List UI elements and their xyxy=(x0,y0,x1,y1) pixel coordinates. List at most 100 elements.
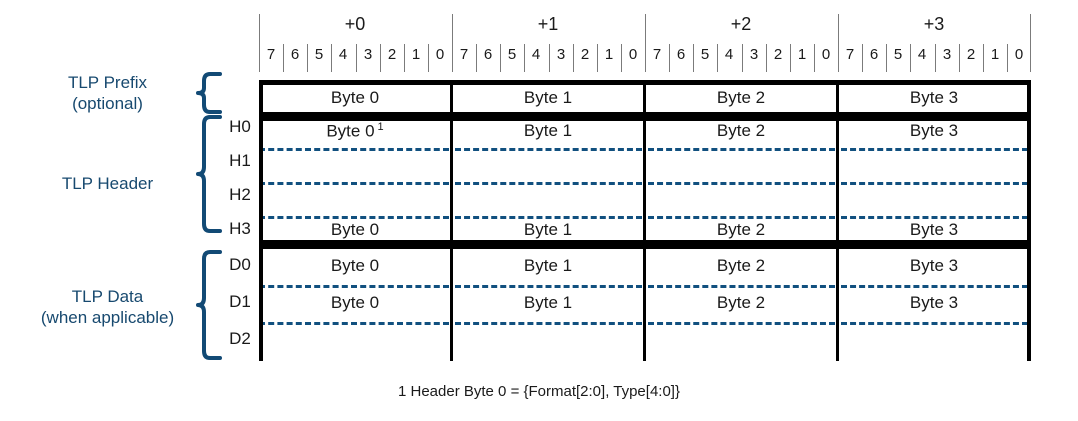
brace-tlp-header xyxy=(196,115,222,233)
ruler-bit-label-byte1-bit3: 3 xyxy=(556,46,566,63)
ruler-bit-label-byte1-bit0: 0 xyxy=(628,46,638,63)
ruler-bit-label-byte2-bit5: 5 xyxy=(700,46,710,63)
group-label-tlp-prefix: TLP Prefix (optional) xyxy=(67,73,148,113)
h1-h2-divider-byte0 xyxy=(259,182,449,185)
cell-d0-byte1: Byte 1 xyxy=(523,256,573,275)
cell-d0-byte3: Byte 3 xyxy=(909,256,959,275)
cell-h3-byte2: Byte 2 xyxy=(716,220,766,239)
ruler-bit-label-byte2-bit3: 3 xyxy=(749,46,759,63)
ruler-bit-label-byte1-bit4: 4 xyxy=(531,46,541,63)
brace-tlp-prefix xyxy=(196,72,222,114)
ruler-bit-label-byte3-bit7: 7 xyxy=(845,46,855,63)
d1-d2-divider-byte1 xyxy=(455,322,642,325)
brace-tlp-data xyxy=(196,250,222,360)
ruler-bit-label-byte2-bit4: 4 xyxy=(724,46,734,63)
ruler-bit-label-byte0-bit2: 2 xyxy=(387,46,397,63)
h2-h3-divider-byte0 xyxy=(259,216,449,219)
column-separator-1-2 xyxy=(643,80,646,361)
ruler-tick-bit-23 xyxy=(814,44,815,72)
ruler-bit-label-byte1-bit7: 7 xyxy=(459,46,469,63)
cell-h0-byte3: Byte 3 xyxy=(909,121,959,140)
ruler-tick-bit-28 xyxy=(935,44,936,72)
cell-prefix-byte2: Byte 2 xyxy=(716,88,766,107)
cell-d0-byte0: Byte 0 xyxy=(330,256,380,275)
ruler-tick-byte-3 xyxy=(838,14,839,72)
cell-h3-byte0: Byte 0 xyxy=(330,220,380,239)
ruler-bit-label-byte0-bit6: 6 xyxy=(290,46,300,63)
h1-h2-divider-byte3 xyxy=(841,182,1028,185)
d1-d2-divider-byte3 xyxy=(841,322,1028,325)
ruler-bit-label-byte3-bit5: 5 xyxy=(893,46,903,63)
ruler-bit-label-byte1-bit2: 2 xyxy=(580,46,590,63)
ruler-tick-bit-15 xyxy=(621,44,622,72)
h0-h1-divider-byte1 xyxy=(455,148,642,151)
row-tag-h2: H2 xyxy=(229,185,251,204)
ruler-bit-label-byte3-bit1: 1 xyxy=(990,46,1000,63)
cell-h0-byte2: Byte 2 xyxy=(716,121,766,140)
ruler-tick-bit-5 xyxy=(380,44,381,72)
ruler-bit-label-byte1-bit6: 6 xyxy=(483,46,493,63)
ruler-tick-bit-6 xyxy=(404,44,405,72)
d0-d1-divider-byte1 xyxy=(455,285,642,288)
ruler-bit-label-byte0-bit5: 5 xyxy=(314,46,324,63)
cell-prefix-byte1: Byte 1 xyxy=(523,88,573,107)
ruler-tick-byte-0 xyxy=(259,14,260,72)
cell-d1-byte1: Byte 1 xyxy=(523,293,573,312)
cell-prefix-byte3: Byte 3 xyxy=(909,88,959,107)
h2-h3-divider-byte2 xyxy=(648,216,835,219)
column-separator-0-1 xyxy=(450,80,453,361)
ruler-tick-bit-11 xyxy=(524,44,525,72)
table-left-border xyxy=(259,80,263,361)
ruler-tick-bit-18 xyxy=(693,44,694,72)
ruler-tick-bit-14 xyxy=(597,44,598,72)
ruler-tick-bit-1 xyxy=(283,44,284,72)
cell-h0-byte1: Byte 1 xyxy=(523,121,573,140)
ruler-bit-label-byte2-bit2: 2 xyxy=(773,46,783,63)
group-label-tlp-data: TLP Data (when applicable) xyxy=(40,287,175,327)
h0-h1-divider-byte0 xyxy=(259,148,449,151)
h0-h1-divider-byte3 xyxy=(841,148,1028,151)
ruler-bit-label-byte3-bit4: 4 xyxy=(917,46,927,63)
ruler-tick-bit-9 xyxy=(476,44,477,72)
cell-d1-byte2: Byte 2 xyxy=(716,293,766,312)
cell-d1-byte3: Byte 3 xyxy=(909,293,959,312)
ruler-byte-offset-1: +1 xyxy=(537,14,559,34)
cell-h3-byte3: Byte 3 xyxy=(909,220,959,239)
ruler-bit-label-byte2-bit1: 1 xyxy=(797,46,807,63)
ruler-tick-byte-end xyxy=(1030,14,1031,72)
ruler-bit-label-byte0-bit1: 1 xyxy=(411,46,421,63)
ruler-tick-bit-3 xyxy=(331,44,332,72)
h2-h3-divider-byte3 xyxy=(841,216,1028,219)
ruler-tick-bit-27 xyxy=(910,44,911,72)
ruler-bit-label-byte3-bit0: 0 xyxy=(1014,46,1024,63)
ruler-bit-label-byte0-bit0: 0 xyxy=(435,46,445,63)
ruler-byte-offset-2: +2 xyxy=(730,14,752,34)
ruler-tick-bit-29 xyxy=(959,44,960,72)
d0-d1-divider-byte2 xyxy=(648,285,835,288)
ruler-tick-bit-20 xyxy=(742,44,743,72)
h0-h1-divider-byte2 xyxy=(648,148,835,151)
d1-d2-divider-byte2 xyxy=(648,322,835,325)
ruler-bit-label-byte0-bit3: 3 xyxy=(363,46,373,63)
ruler-bit-label-byte2-bit7: 7 xyxy=(652,46,662,63)
ruler-tick-bit-10 xyxy=(500,44,501,72)
ruler-tick-bit-22 xyxy=(790,44,791,72)
ruler-tick-bit-17 xyxy=(669,44,670,72)
ruler-tick-bit-13 xyxy=(573,44,574,72)
ruler-byte-offset-3: +3 xyxy=(923,14,945,34)
row-tag-h0: H0 xyxy=(229,117,251,136)
cell-prefix-byte0: Byte 0 xyxy=(330,88,380,107)
ruler-tick-bit-30 xyxy=(983,44,984,72)
ruler-tick-bit-26 xyxy=(886,44,887,72)
group-label-tlp-header: TLP Header xyxy=(61,174,154,193)
ruler-tick-bit-31 xyxy=(1007,44,1008,72)
ruler-tick-bit-7 xyxy=(428,44,429,72)
ruler-bit-label-byte0-bit7: 7 xyxy=(266,46,276,63)
table-right-border xyxy=(1027,80,1031,361)
cell-h0-byte0-text: Byte 0 xyxy=(326,121,375,141)
ruler-bit-label-byte1-bit5: 5 xyxy=(507,46,517,63)
ruler-byte-offset-0: +0 xyxy=(344,14,366,34)
